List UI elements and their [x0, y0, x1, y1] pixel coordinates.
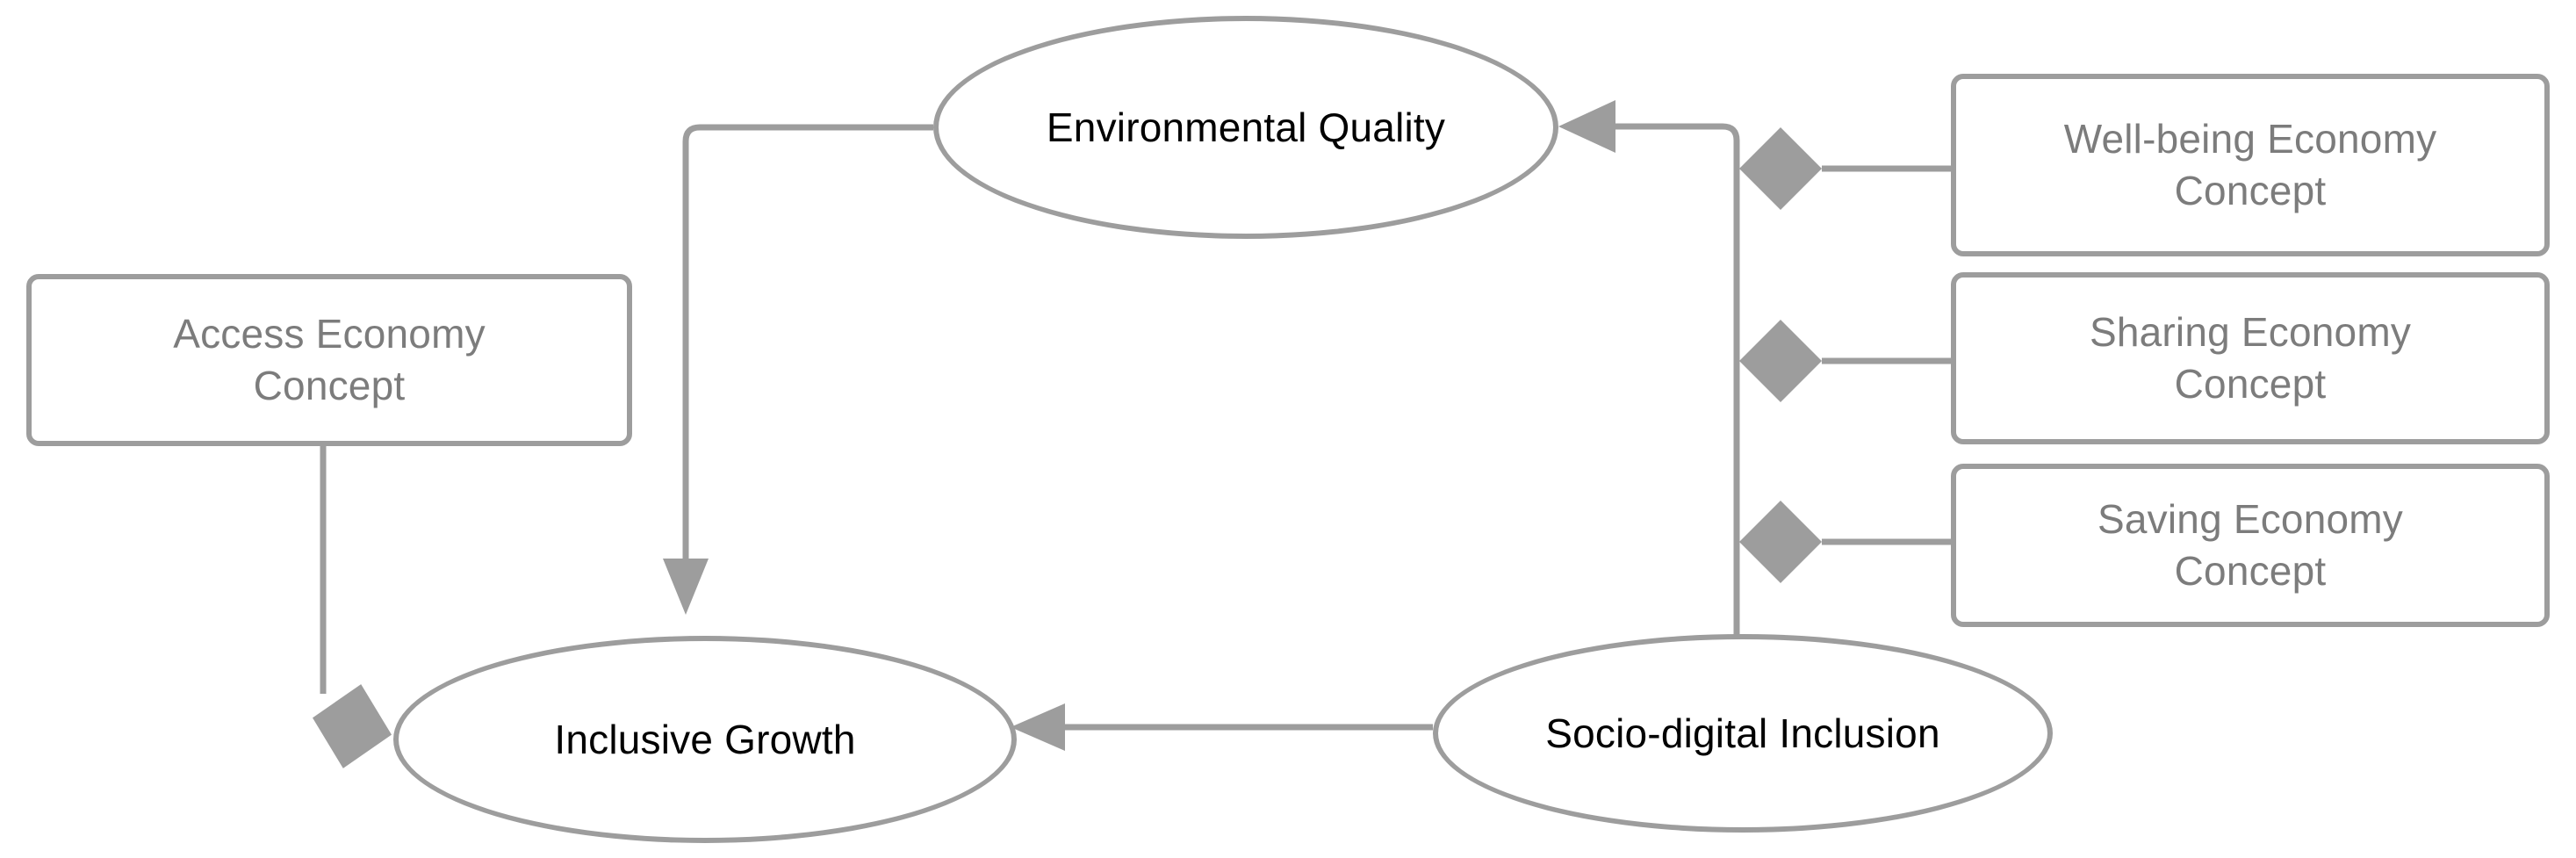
- node-label-line1: Well-being Economy: [2063, 116, 2437, 162]
- edge-socio-to-env: [1558, 100, 1740, 639]
- edge-saving-to-trunk: [1739, 501, 1951, 583]
- node-label-line2: Concept: [2174, 168, 2327, 213]
- arrowhead-left-icon: [1558, 100, 1615, 153]
- node-label: Access Economy Concept: [159, 308, 500, 412]
- arrowhead-down-icon: [663, 559, 709, 615]
- edge-wellbeing-to-trunk: [1739, 127, 1951, 210]
- node-label: Sharing Economy Concept: [2076, 306, 2425, 410]
- node-label-line2: Concept: [2174, 548, 2327, 594]
- node-wellbeing-economy-concept[interactable]: Well-being Economy Concept: [1951, 74, 2550, 256]
- node-saving-economy-concept[interactable]: Saving Economy Concept: [1951, 464, 2550, 627]
- node-label: Socio-digital Inclusion: [1545, 710, 1940, 756]
- diamond-marker-icon: [1739, 127, 1822, 210]
- node-label-line2: Concept: [253, 363, 406, 408]
- diamond-marker-icon: [313, 684, 392, 768]
- node-label-line1: Access Economy: [173, 311, 486, 357]
- node-label: Well-being Economy Concept: [2050, 113, 2451, 217]
- node-label: Saving Economy Concept: [2083, 494, 2417, 597]
- node-inclusive-growth[interactable]: Inclusive Growth: [393, 636, 1017, 843]
- diamond-marker-icon: [1739, 501, 1822, 583]
- node-label-line1: Saving Economy: [2097, 496, 2403, 543]
- edge-socio-to-inclusive: [1011, 703, 1433, 751]
- diamond-marker-icon: [1739, 320, 1822, 402]
- edge-access-to-inclusive: [313, 446, 392, 768]
- node-access-economy-concept[interactable]: Access Economy Concept: [26, 274, 632, 446]
- arrowhead-left-icon: [1011, 703, 1065, 751]
- node-label-line2: Concept: [2174, 361, 2327, 407]
- edge-env-to-inclusive: [663, 124, 933, 615]
- edge-sharing-to-trunk: [1739, 320, 1951, 402]
- node-label: Inclusive Growth: [554, 716, 856, 762]
- node-label-line1: Sharing Economy: [2089, 309, 2412, 356]
- node-environmental-quality[interactable]: Environmental Quality: [933, 16, 1558, 239]
- node-socio-digital-inclusion[interactable]: Socio-digital Inclusion: [1433, 634, 2053, 833]
- node-sharing-economy-concept[interactable]: Sharing Economy Concept: [1951, 272, 2550, 444]
- node-label: Environmental Quality: [1046, 104, 1446, 150]
